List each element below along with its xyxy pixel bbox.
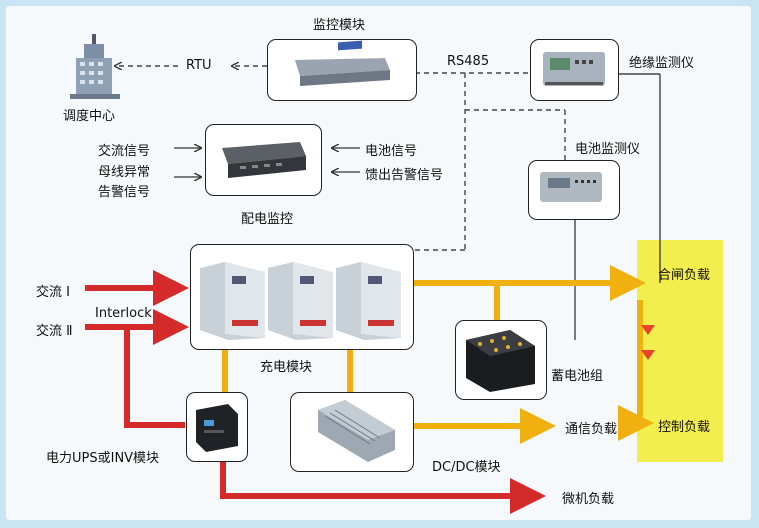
charger-units-icon [200, 262, 401, 340]
ac-in-1-label: 交流 Ⅰ [36, 285, 70, 300]
insulation-device-icon [543, 52, 605, 86]
battery-bank-icon [466, 330, 535, 392]
dcdc-device-icon [318, 400, 395, 462]
ac-lines [85, 270, 546, 514]
distribution-monitor-label: 配电监控 [241, 212, 294, 227]
dcdc-module-label: DC/DC模块 [432, 460, 501, 475]
battery-bank-label: 蓄电池组 [551, 369, 604, 384]
dispatch-center-label: 调度中心 [63, 109, 116, 124]
signal-input-arrows [174, 148, 360, 177]
insulation-monitor-label: 绝缘监测仪 [629, 56, 695, 71]
bus-abnormal-label: 母线异常 [98, 165, 151, 180]
rs485-label: RS485 [447, 54, 490, 69]
control-load-label: 控制负载 [658, 420, 711, 435]
ups-device-icon [196, 404, 238, 452]
ups-to-micro-load [220, 460, 546, 514]
battery-signal-label: 电池信号 [365, 144, 418, 159]
solid-signal-lines [574, 73, 661, 340]
ac-in-2-label: 交流 Ⅱ [36, 324, 73, 339]
interlock-line [124, 327, 185, 428]
dc-lines [222, 265, 654, 444]
monitor-module-label: 监控模块 [313, 18, 366, 33]
feeder-alarm-label: 馈出告警信号 [365, 168, 444, 183]
rtu-label: RTU [186, 58, 212, 73]
closing-load-label: 合闸负载 [658, 268, 711, 283]
battery-monitor-label: 电池监测仪 [575, 142, 641, 157]
ac-signal-label: 交流信号 [98, 144, 151, 159]
interlock-label: Interlock [95, 306, 152, 321]
monitor-device-icon [295, 40, 390, 86]
micro-load-label: 微机负载 [562, 492, 615, 507]
charging-module-label: 充电模块 [260, 360, 313, 375]
ups-inv-module-label: 电力UPS或INV模块 [46, 451, 160, 466]
diode-markers [641, 325, 655, 360]
battery-monitor-device-icon [540, 172, 602, 202]
building-icon [70, 34, 120, 99]
distribution-device-icon [222, 142, 306, 178]
signal-lines [115, 66, 566, 251]
bus-alarm-label: 告警信号 [98, 185, 151, 200]
comm-load-label: 通信负载 [565, 422, 618, 437]
